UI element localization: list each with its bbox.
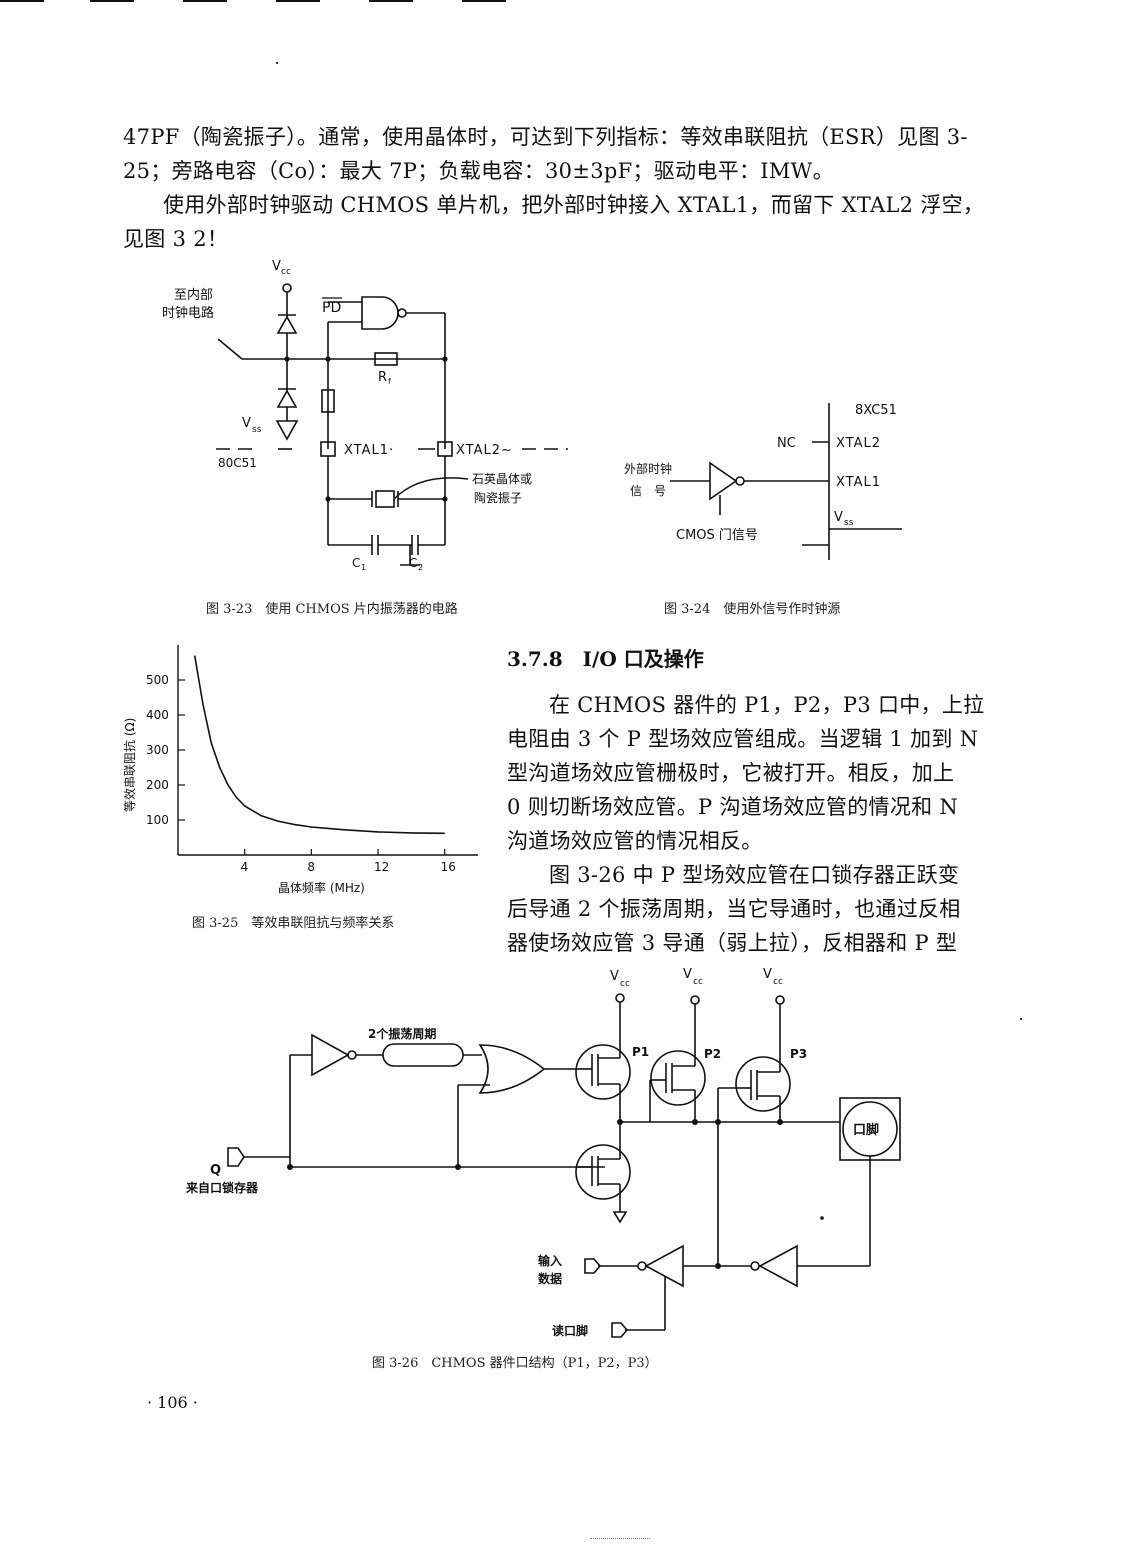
paragraph-line: 25；旁路电容（Co）：最大 7P；负载电容：30±3pF；驱动电平：IMW。: [123, 159, 834, 183]
xtal2-label: XTAL2~: [456, 443, 513, 458]
pd-label: PD: [322, 300, 341, 316]
rf-label: R: [378, 370, 387, 385]
crystal-label: 陶瓷振子: [474, 490, 522, 505]
vss-sub-label: ss: [252, 425, 262, 435]
xtal2-label: XTAL2: [836, 436, 881, 451]
section-line: 器使场效应管 3 导通（弱上拉），反相器和 P 型: [507, 931, 958, 955]
c2-label: C: [409, 556, 417, 570]
figure-3-24-external-clock: 8XC51 NC XTAL2 XTAL1 外部时钟 信 号 V ss CMOS …: [624, 403, 902, 560]
x-tick-label: 16: [441, 860, 456, 874]
vcc-label: V: [272, 259, 281, 274]
figure-3-23-oscillator-circuit: V cc 至内部 时钟电路 PD R f V ss 80C51 XTAL1· X…: [162, 259, 568, 572]
scan-speck: [590, 1538, 650, 1540]
section-line: 在 CHMOS 器件的 P1，P2，P3 口中，上拉: [549, 693, 985, 717]
header-rule-4: [276, 0, 320, 2]
vcc-label: V: [610, 969, 619, 984]
x-tick-label: 12: [374, 860, 389, 874]
header-rule-1: [0, 0, 44, 2]
vss-label: V: [242, 416, 251, 431]
header-rule-2: [90, 0, 134, 2]
vcc-label: V: [763, 967, 772, 982]
nc-label: NC: [777, 436, 796, 451]
figure-3-25-esr-chart: 4 8 12 16 100 200 300 400 500 晶体频率 (MHz) 等效串联阻抗 …: [122, 645, 478, 895]
vcc-label: V: [683, 967, 692, 982]
xtal1-label: XTAL1: [836, 475, 881, 490]
p2-label: P2: [704, 1047, 721, 1061]
page-number: · 106 ·: [147, 1393, 198, 1412]
c2-sub-label: 2: [418, 563, 423, 572]
c1-label: C: [352, 556, 360, 570]
figure-3-26-port-structure: V cc V cc V cc 2个振荡周期 P1 P2 P3 口脚 Q 来自口锁…: [185, 967, 901, 1338]
header-rule-6: [462, 0, 506, 2]
figure-3-24-caption: 图 3-24 使用外信号作时钟源: [664, 602, 841, 617]
y-tick-label: 300: [146, 743, 169, 757]
c1-sub-label: 1: [361, 563, 366, 572]
p1-label: P1: [632, 1045, 649, 1059]
y-tick-label: 400: [146, 708, 169, 722]
vss-label: V: [834, 510, 843, 525]
paragraph-line: 使用外部时钟驱动 CHMOS 单片机，把外部时钟接入 XTAL1，而留下 XTA…: [163, 193, 985, 217]
x-tick-label: 8: [307, 860, 315, 874]
q-label: Q: [210, 1163, 221, 1178]
ext-clock-label: 信 号: [630, 484, 666, 498]
input-data-label: 数据: [538, 1271, 562, 1286]
section-line: 0 则切断场效应管。P 沟道场效应管的情况和 N: [507, 795, 959, 819]
crystal-label: 石英晶体或: [472, 472, 532, 486]
section-heading: 3.7.8 I/O 口及操作: [507, 647, 704, 671]
x-tick-label: 4: [241, 860, 249, 874]
header-rule-5: [369, 0, 413, 2]
section-line: 沟道场效应管的情况相反。: [507, 829, 763, 853]
figure-3-25-caption: 图 3-25 等效串联阻抗与频率关系: [192, 916, 395, 931]
to-internal-label: 至内部: [174, 287, 213, 303]
chip-label: 80C51: [218, 456, 257, 470]
from-latch-label: 来自口锁存器: [185, 1180, 259, 1195]
section-line: 电阻由 3 个 P 型场效应管组成。当逻辑 1 加到 N: [507, 727, 979, 751]
header-rule-3: [183, 0, 227, 2]
esr-series-line: [193, 655, 445, 835]
figure-3-23-caption: 图 3-23 使用 CHMOS 片内振荡器的电路: [206, 602, 458, 617]
section-line: 图 3-26 中 P 型场效应管在口锁存器正跃变: [549, 863, 960, 887]
y-tick-label: 500: [146, 673, 169, 687]
paragraph-line: 47PF（陶瓷振子）。通常，使用晶体时，可达到下列指标：等效串联阻抗（ESR）见…: [123, 125, 968, 149]
two-cycles-label: 2个振荡周期: [368, 1026, 436, 1041]
p3-label: P3: [790, 1047, 807, 1061]
vcc-sub-label: cc: [773, 977, 783, 987]
scan-speck: [276, 62, 278, 64]
xtal1-label: XTAL1·: [344, 443, 394, 458]
section-line: 后导通 2 个振荡周期，当它导通时，也通过反相: [507, 897, 961, 921]
input-data-label: 输入: [538, 1253, 562, 1268]
vcc-sub-label: cc: [281, 267, 291, 277]
vcc-sub-label: cc: [620, 979, 630, 989]
to-internal-label: 时钟电路: [162, 305, 214, 321]
scan-speck: [1020, 1018, 1022, 1020]
cmos-gate-label: CMOS 门信号: [676, 528, 758, 543]
paragraph-line: 见图 3 2！: [123, 227, 229, 251]
y-tick-label: 100: [146, 813, 169, 827]
read-pin-label: 读口脚: [552, 1323, 588, 1338]
section-line: 型沟道场效应管栅极时，它被打开。相反，加上: [507, 761, 955, 785]
vcc-sub-label: cc: [693, 977, 703, 987]
y-axis-label: 等效串联阻抗 (Ω): [122, 718, 137, 812]
x-axis-label: 晶体频率 (MHz): [278, 880, 365, 895]
ext-clock-label: 外部时钟: [624, 461, 672, 476]
chip-label: 8XC51: [855, 403, 897, 418]
vss-sub-label: ss: [844, 518, 854, 528]
y-tick-label: 200: [146, 778, 169, 792]
figure-3-26-caption: 图 3-26 CHMOS 器件口结构（P1，P2，P3）: [372, 1356, 658, 1371]
rf-sub-label: f: [388, 377, 391, 386]
port-pin-label: 口脚: [853, 1122, 879, 1138]
